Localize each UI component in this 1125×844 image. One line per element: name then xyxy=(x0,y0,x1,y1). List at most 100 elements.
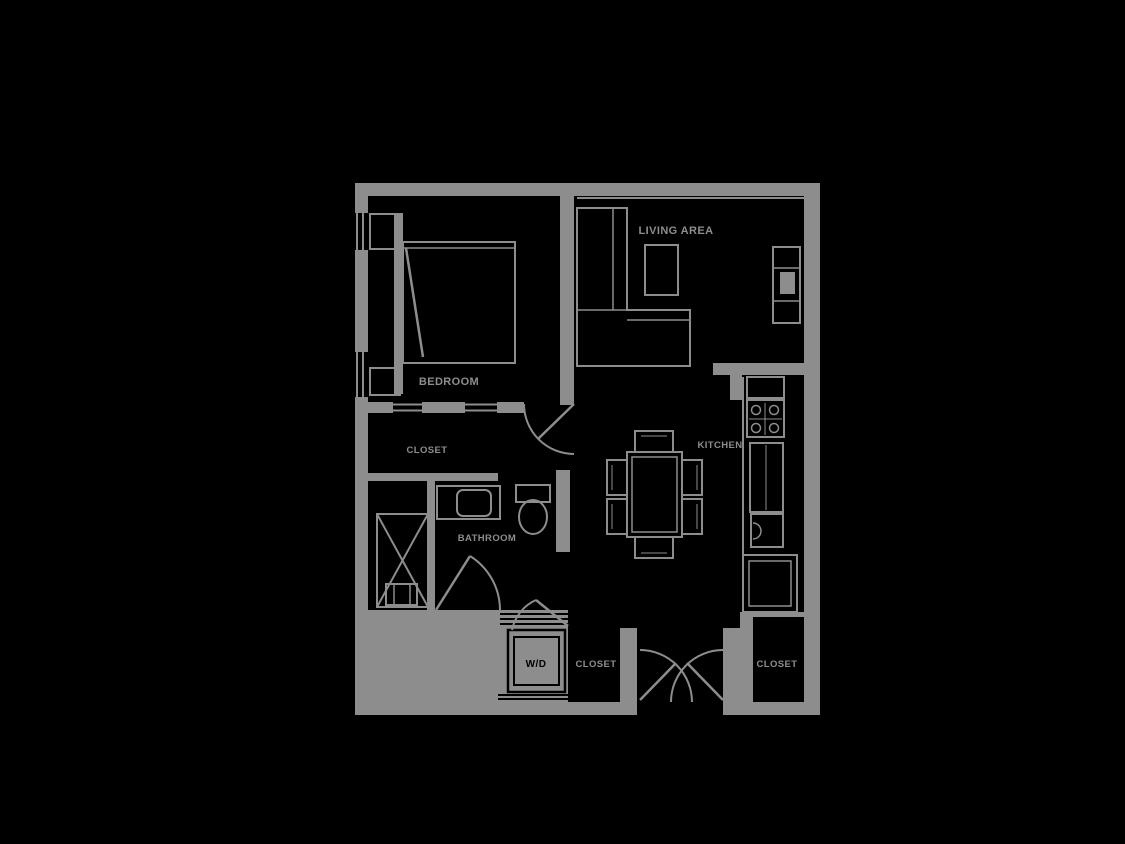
wall-hall-closet-east xyxy=(620,628,637,704)
wall-entry-east-stub xyxy=(723,628,740,704)
closet-slider-door xyxy=(393,409,422,412)
louver-door-line xyxy=(500,618,568,620)
kitchen-sink-cabinet xyxy=(750,513,784,548)
dining-chair xyxy=(634,430,674,453)
wall-bedroom-south xyxy=(368,402,393,413)
closet-door-swing xyxy=(511,599,537,631)
bed-fold-line xyxy=(404,247,425,358)
bedroom-furniture xyxy=(369,213,575,455)
closet-door-leaf xyxy=(535,599,569,627)
wall-kitchen-north xyxy=(713,363,804,375)
window-jamb xyxy=(355,397,368,399)
vanity-counter xyxy=(436,485,501,520)
refrigerator-inner xyxy=(748,560,792,607)
bedroom-windows xyxy=(355,211,368,399)
hall-closet-door xyxy=(511,599,569,631)
window-glazing xyxy=(356,213,358,250)
wall-under-fridge xyxy=(740,612,804,617)
entry-doors xyxy=(639,649,724,703)
dining-table-inner xyxy=(631,456,678,533)
window-opening xyxy=(355,352,368,397)
window-jamb xyxy=(355,350,368,352)
window-opening xyxy=(355,213,368,250)
louver-door-line xyxy=(498,694,570,696)
burner xyxy=(750,404,762,416)
dining-table xyxy=(626,451,683,538)
louver-door-line xyxy=(500,623,568,625)
bedroom-label: BEDROOM xyxy=(419,376,479,388)
dining-chair xyxy=(681,498,703,535)
wall-entry-closet-west xyxy=(740,616,753,702)
entry-closet-label: CLOSET xyxy=(757,659,798,670)
entry-door-leaf xyxy=(639,662,677,701)
washer-dryer-door xyxy=(513,636,560,686)
wall-closet-south xyxy=(368,473,498,481)
wall-top xyxy=(355,183,820,196)
bathroom-door-swing xyxy=(469,555,501,611)
window-glazing xyxy=(362,352,364,397)
louver-door-line xyxy=(498,698,570,700)
window-jamb xyxy=(355,211,368,213)
wall-bottom-right xyxy=(723,702,820,715)
wall-bathroom-east xyxy=(556,470,570,552)
wall-kitchen-west-stub xyxy=(730,363,742,400)
wall-left xyxy=(355,183,368,715)
washer-dryer-stack xyxy=(506,628,567,694)
wall-bedroom-south xyxy=(422,402,465,413)
wall-bedroom-south xyxy=(497,402,524,413)
bed-headboard xyxy=(394,213,403,394)
coffee-table xyxy=(644,244,679,296)
window-glazing xyxy=(356,352,358,397)
toilet-bowl xyxy=(518,499,548,535)
nightstand xyxy=(369,213,401,250)
cooktop xyxy=(746,399,785,438)
media-unit xyxy=(772,246,801,324)
media-unit-box xyxy=(780,272,795,294)
bedroom-door-leaf xyxy=(537,403,575,440)
burner xyxy=(750,422,762,434)
bathroom-door-leaf xyxy=(434,555,472,611)
closet-slider-door xyxy=(393,403,422,406)
burner xyxy=(768,404,780,416)
wall-right xyxy=(804,183,820,715)
kitchen-sink-bowl xyxy=(752,522,762,540)
base-cabinet xyxy=(746,376,785,399)
kitchen-fixtures xyxy=(742,376,798,613)
burner xyxy=(768,422,780,434)
laundry-unit xyxy=(498,613,570,700)
bathroom-fixtures xyxy=(376,484,551,611)
closet-slider-door xyxy=(465,409,497,412)
entry-door-leaf xyxy=(686,662,724,701)
step-stool xyxy=(385,583,418,606)
living-area-label: LIVING AREA xyxy=(639,225,714,237)
louver-door-line xyxy=(500,613,568,615)
bathroom-label: BATHROOM xyxy=(458,533,516,544)
dining-chair xyxy=(634,536,674,559)
window-glazing xyxy=(362,213,364,250)
toilet-tank xyxy=(515,484,551,503)
wall-bathroom-west xyxy=(427,481,435,612)
refrigerator xyxy=(742,554,798,613)
bedroom-closet-label: CLOSET xyxy=(407,445,448,456)
window-jamb xyxy=(355,250,368,252)
vanity-sink xyxy=(456,489,492,517)
wall-bedroom-living-divider xyxy=(560,196,574,405)
hall-closet-label: CLOSET xyxy=(576,659,617,670)
closet-slider-door xyxy=(465,403,497,406)
entry-door-swing xyxy=(639,649,693,703)
dining-chair xyxy=(606,459,628,496)
entry-door-swing xyxy=(670,649,724,703)
sectional-sofa xyxy=(576,207,691,367)
nightstand xyxy=(369,367,401,396)
washer-dryer-label: W/D xyxy=(526,659,547,670)
wardrobe-x-box xyxy=(376,513,429,608)
dining-chair xyxy=(606,498,628,535)
living-furniture xyxy=(576,207,801,367)
window-sill-line xyxy=(577,197,804,199)
kitchen-label: KITCHEN xyxy=(697,440,742,451)
bed xyxy=(402,241,516,364)
counter-edge xyxy=(742,377,744,555)
walls xyxy=(355,183,820,715)
